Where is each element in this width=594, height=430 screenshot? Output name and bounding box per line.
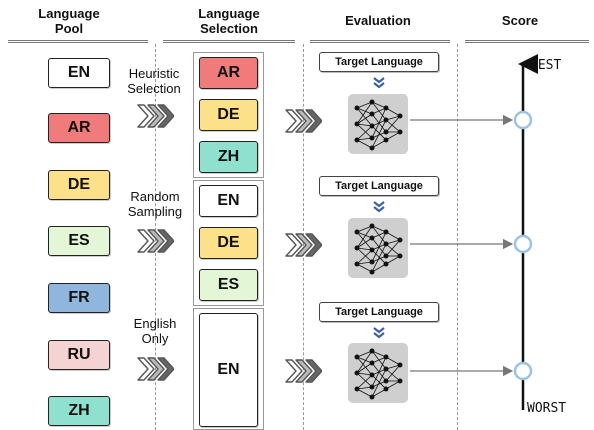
selected-language-box: DE <box>199 227 258 259</box>
pool-language-box: AR <box>48 113 110 143</box>
triple-chevron-arrow <box>285 109 322 133</box>
target-language-label: Target Language <box>335 180 423 192</box>
score-point <box>513 361 533 381</box>
pool-language-label: FR <box>68 289 90 306</box>
strategy-label: Heuristic Selection <box>127 66 181 96</box>
triple-chevron-arrow <box>137 104 174 128</box>
target-language-label: Target Language <box>335 56 423 68</box>
selected-language-label: DE <box>217 234 240 251</box>
pool-language-label: AR <box>67 119 91 136</box>
pool-language-label: DE <box>67 176 91 193</box>
selected-language-label: ES <box>217 276 240 293</box>
selected-language-box: EN <box>199 185 258 217</box>
pool-language-label: RU <box>67 346 91 363</box>
pool-language-box: FR <box>48 283 110 313</box>
target-language-box: Target Language <box>319 302 439 322</box>
selected-language-box: DE <box>199 99 258 131</box>
pool-language-box: ES <box>48 226 110 256</box>
header-language-selection: Language Selection <box>198 6 260 36</box>
selected-language-box: EN <box>199 313 258 427</box>
pool-language-label: ES <box>68 232 90 249</box>
neural-network-icon <box>348 218 408 278</box>
header-evaluation: Evaluation <box>345 13 411 28</box>
pool-language-label: EN <box>67 64 91 81</box>
score-point <box>513 234 533 254</box>
selected-language-label: EN <box>217 192 240 209</box>
column-divider <box>457 44 458 430</box>
double-chevron-down-icon <box>373 77 385 89</box>
header-score: Score <box>501 13 539 28</box>
score-worst-label: WORST <box>527 401 567 416</box>
selected-language-label: AR <box>216 64 241 81</box>
pool-language-label: ZH <box>68 402 90 419</box>
selected-language-label: EN <box>217 361 240 378</box>
header-language-pool: Language Pool <box>38 6 100 36</box>
pool-language-box: DE <box>48 170 110 200</box>
header-rule-pool <box>8 40 148 43</box>
target-language-box: Target Language <box>319 176 439 196</box>
selected-language-box: ES <box>199 269 258 301</box>
pool-language-box: RU <box>48 340 110 370</box>
target-language-label: Target Language <box>335 306 423 318</box>
strategy-label: Random Sampling <box>127 189 183 219</box>
pool-language-box: EN <box>48 58 110 88</box>
target-language-box: Target Language <box>319 52 439 72</box>
double-chevron-down-icon <box>373 327 385 339</box>
pool-language-box: ZH <box>48 396 110 426</box>
selected-language-label: ZH <box>217 148 240 165</box>
triple-chevron-arrow <box>285 233 322 257</box>
score-best-label: BEST <box>530 58 562 73</box>
header-rule-evaluation <box>310 40 450 43</box>
double-chevron-down-icon <box>373 201 385 213</box>
triple-chevron-arrow <box>137 357 174 381</box>
triple-chevron-arrow <box>137 229 174 253</box>
triple-chevron-arrow <box>285 359 322 383</box>
score-axis <box>410 54 538 410</box>
selected-language-label: DE <box>217 106 240 123</box>
selected-language-box: ZH <box>199 141 258 173</box>
score-point <box>513 110 533 130</box>
neural-network-icon <box>348 343 408 403</box>
selected-language-box: AR <box>199 57 258 89</box>
neural-network-icon <box>348 94 408 154</box>
header-rule-score <box>465 40 589 43</box>
strategy-label: English Only <box>133 316 177 346</box>
header-rule-selection <box>163 40 295 43</box>
